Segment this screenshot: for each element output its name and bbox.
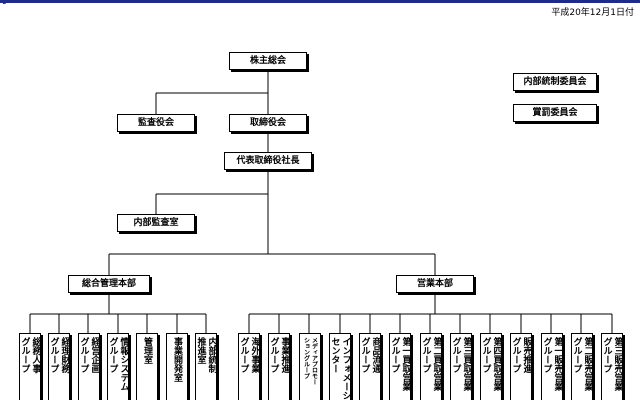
sales-department-label: グループ: [389, 337, 400, 373]
admin-department-box: 情報システムグループ: [107, 333, 129, 400]
sales-department-box: 事業推進グループ: [268, 333, 290, 400]
admin-department-label: 内部統制: [206, 337, 217, 373]
sales-department-label: メディアプロモー: [310, 337, 318, 385]
sales-department-label: ショングループ: [302, 337, 310, 379]
admin-department-box: 経営企画グループ: [78, 333, 100, 400]
admin-department-box: 管理室: [136, 333, 158, 400]
admin-department-label: 推進室: [195, 337, 206, 364]
sales-department-label: 第三買取営業: [461, 337, 472, 391]
admin-department-box: 総務人事グループ: [19, 333, 41, 400]
sales-department-label: 販売推進: [521, 337, 532, 373]
admin-department-box: 内部統制推進室: [195, 333, 217, 400]
node-board: 取締役会: [229, 114, 307, 132]
node-internal-audit: 内部監査室: [117, 214, 195, 232]
sales-department-box: 商品流通グループ: [359, 333, 381, 400]
sales-department-label: 第四買取営業: [491, 337, 502, 391]
sales-department-label: グループ: [571, 337, 582, 373]
sales-department-label: グループ: [420, 337, 431, 373]
sales-department-label: 商品流通: [370, 337, 381, 373]
admin-department-box: 経理財務グループ: [48, 333, 70, 400]
node-shareholders: 株主総会: [229, 52, 307, 70]
node-auditors: 監査役会: [117, 114, 195, 132]
sales-department-label: インフォメーション: [340, 337, 351, 400]
sales-department-box: 第三販売営業グループ: [601, 333, 623, 400]
sales-department-label: グループ: [510, 337, 521, 373]
node-admin-hq: 総合管理本部: [68, 275, 150, 293]
sales-department-label: 第二買取営業: [431, 337, 442, 391]
node-reward-committee: 賞罰委員会: [513, 104, 597, 122]
sales-department-label: グループ: [268, 337, 279, 373]
admin-department-label: グループ: [19, 337, 30, 373]
sales-department-box: 第一買取営業グループ: [389, 333, 411, 400]
sales-department-label: グループ: [541, 337, 552, 373]
sales-department-box: 第三買取営業グループ: [450, 333, 472, 400]
corner-mark: ⁃: [2, 0, 7, 10]
sales-department-label: 第二販売営業: [582, 337, 593, 391]
admin-department-label: グループ: [48, 337, 59, 373]
admin-department-label: グループ: [78, 337, 89, 373]
sales-department-label: 第一買取営業: [400, 337, 411, 391]
effective-date: 平成20年12月1日付: [551, 8, 634, 18]
node-ceo: 代表取締役社長: [224, 152, 312, 170]
admin-department-label: 事業開発室: [172, 337, 182, 382]
admin-department-label: 管理室: [142, 337, 152, 364]
node-internal-control-committee: 内部統制委員会: [513, 73, 597, 91]
admin-department-label: 経営企画: [89, 337, 100, 373]
sales-department-label: グループ: [238, 337, 249, 373]
sales-department-box: インフォメーションセンター: [329, 333, 351, 400]
sales-department-label: 第三販売営業: [612, 337, 623, 391]
sales-department-label: グループ: [450, 337, 461, 373]
node-sales-hq: 営業本部: [396, 275, 474, 293]
sales-department-box: 第四買取営業グループ: [480, 333, 502, 400]
sales-department-label: グループ: [359, 337, 370, 373]
sales-department-box: 第二販売営業グループ: [571, 333, 593, 400]
sales-department-box: 海外事業グループ: [238, 333, 260, 400]
top-accent-bar: [0, 0, 640, 3]
sales-department-label: 第一販売営業: [552, 337, 563, 391]
sales-department-box: 第二買取営業グループ: [420, 333, 442, 400]
sales-department-label: センター: [329, 337, 340, 373]
admin-department-label: 経理財務: [59, 337, 70, 373]
admin-department-box: 事業開発室: [166, 333, 188, 400]
sales-department-label: グループ: [480, 337, 491, 373]
admin-department-label: 情報システム: [118, 337, 129, 391]
admin-department-label: グループ: [107, 337, 118, 373]
sales-department-label: 海外事業: [249, 337, 260, 373]
sales-department-box: 販売推進グループ: [510, 333, 532, 400]
sales-department-box: メディアプロモーショングループ: [299, 333, 321, 400]
admin-department-label: 総務人事: [30, 337, 41, 373]
sales-department-label: グループ: [601, 337, 612, 373]
sales-department-box: 第一販売営業グループ: [541, 333, 563, 400]
sales-department-label: 事業推進: [279, 337, 290, 373]
